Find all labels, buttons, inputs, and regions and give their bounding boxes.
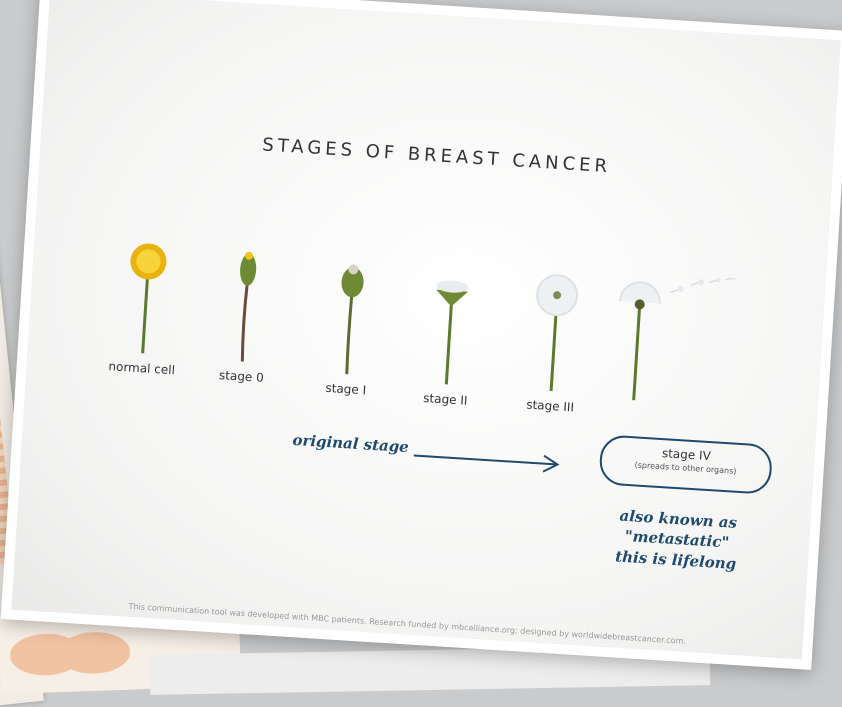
poster-title: STAGES OF BREAST CANCER [41, 120, 833, 191]
stage-label: stage II [385, 389, 506, 411]
metastatic-note: also known as "metastatic" this is lifel… [575, 503, 778, 576]
closed-bud-icon [212, 242, 279, 366]
blowing-seedhead-icon [594, 270, 742, 409]
poster-card: STAGES OF BREAST CANCER normal cell stag… [1, 0, 842, 670]
stage-iv-plant [594, 270, 722, 407]
seedhead-icon [521, 271, 588, 395]
arrow-right-icon [411, 444, 562, 475]
metastatic-line-1: also known as "metastatic" [619, 507, 738, 552]
stage-label: stage III [490, 395, 611, 417]
original-stage-note: original stage [292, 431, 409, 456]
stage-label: stage 0 [181, 366, 302, 388]
yellow-dandelion-icon [113, 234, 180, 358]
stage-iv-callout: stage IV (spreads to other organs) [598, 434, 773, 495]
opening-bud-icon [317, 254, 384, 378]
half-open-seedhead-icon [416, 265, 483, 389]
illustration-fragment [9, 620, 132, 704]
